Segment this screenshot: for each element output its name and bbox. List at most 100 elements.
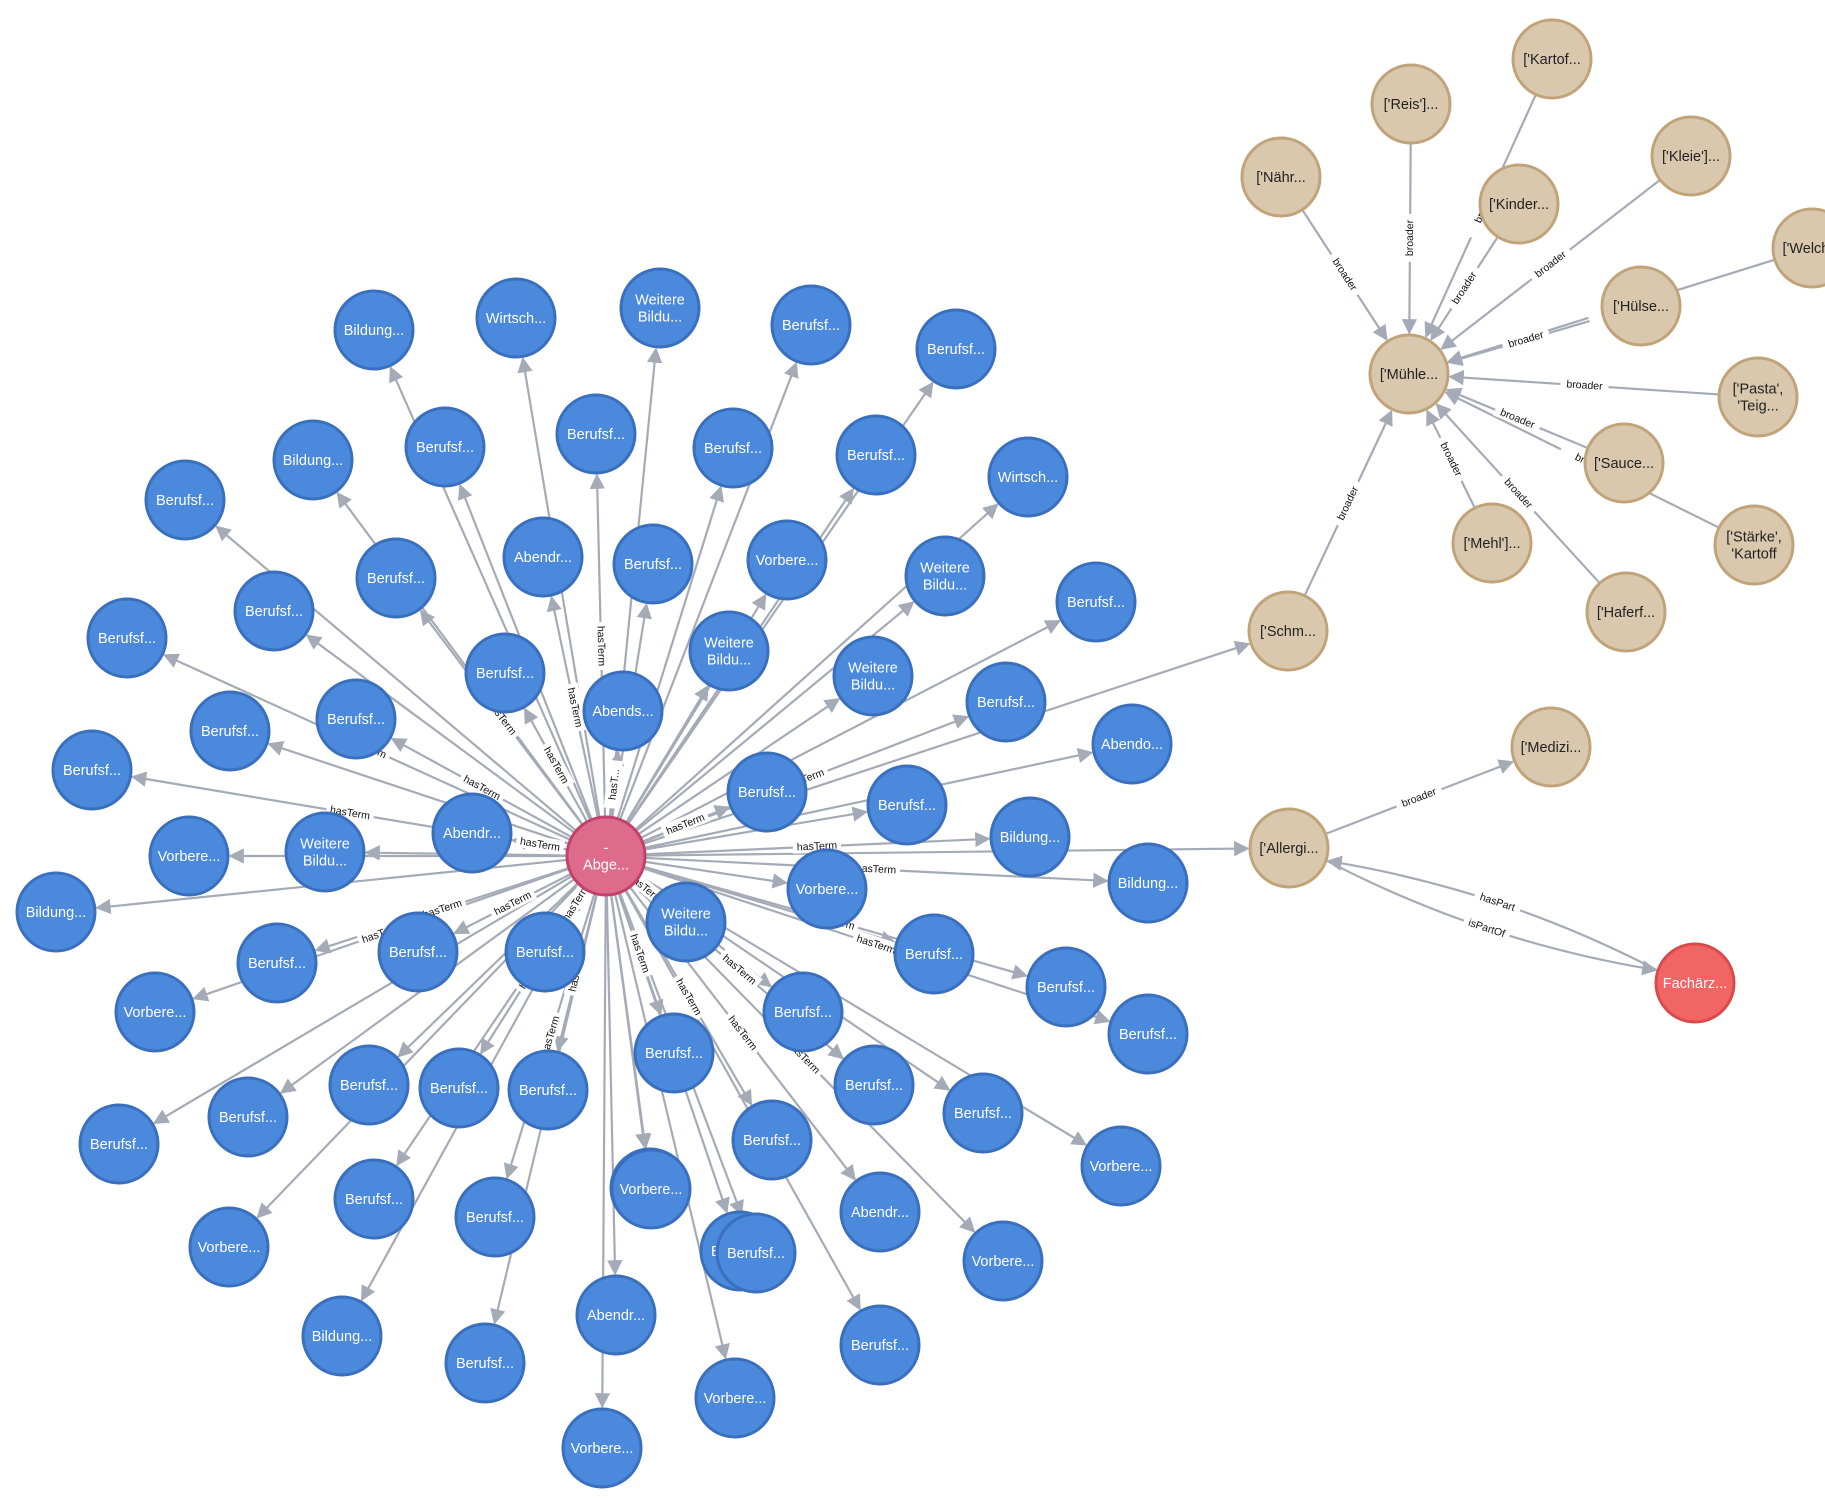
term-node[interactable]: Berufsf... <box>236 922 318 1004</box>
term-node[interactable]: WeitereBildu... <box>904 535 986 617</box>
concept-node[interactable]: ['Hülse... <box>1600 265 1682 347</box>
concept-node[interactable]: ['Mühle... <box>1368 333 1450 415</box>
concept-node[interactable]: ['Reis']... <box>1370 63 1452 145</box>
term-node[interactable]: Vorbere... <box>561 1407 643 1489</box>
term-node-circle[interactable] <box>839 1171 921 1253</box>
term-node-circle[interactable] <box>833 1044 915 1126</box>
term-node[interactable]: Vorbere... <box>1080 1125 1162 1207</box>
term-node[interactable]: Bildung... <box>301 1295 383 1377</box>
term-node-circle[interactable] <box>1107 993 1189 1075</box>
term-node-circle[interactable] <box>645 881 727 963</box>
term-node-circle[interactable] <box>114 971 196 1053</box>
term-node[interactable]: Berufsf... <box>315 678 397 760</box>
term-node-circle[interactable] <box>893 913 975 995</box>
term-node[interactable]: Bildung... <box>1107 842 1189 924</box>
term-node[interactable]: Vorbere... <box>694 1357 776 1439</box>
term-node-circle[interactable] <box>619 267 701 349</box>
term-node[interactable]: Berufsf... <box>1055 561 1137 643</box>
term-node[interactable]: Berufsf... <box>504 911 586 993</box>
term-node-circle[interactable] <box>726 751 808 833</box>
term-node[interactable]: Berufsf... <box>454 1176 536 1258</box>
term-node[interactable]: Abendr... <box>502 516 584 598</box>
concept-node[interactable]: ['Welch... <box>1771 207 1825 289</box>
term-node[interactable]: Berufsf... <box>328 1044 410 1126</box>
term-node-circle[interactable] <box>575 1274 657 1356</box>
term-node-circle[interactable] <box>904 535 986 617</box>
concept-node[interactable]: ['Mehl']... <box>1451 502 1533 584</box>
term-node-circle[interactable] <box>1025 946 1107 1028</box>
term-node[interactable]: Berufsf... <box>726 751 808 833</box>
term-node[interactable]: Berufsf... <box>78 1103 160 1185</box>
term-node-circle[interactable] <box>284 811 366 893</box>
document-node-circle[interactable] <box>1654 942 1736 1024</box>
term-node[interactable]: Berufsf... <box>418 1047 500 1129</box>
has-part-edge[interactable] <box>1326 855 1659 972</box>
term-node[interactable]: Berufsf... <box>612 523 694 605</box>
term-node-circle[interactable] <box>377 911 459 993</box>
term-node-circle[interactable] <box>610 1148 692 1230</box>
term-node[interactable]: Abendr... <box>839 1171 921 1253</box>
term-node[interactable]: Berufsf... <box>839 1304 921 1386</box>
term-node-circle[interactable] <box>989 796 1071 878</box>
concept-node[interactable]: ['Kartof... <box>1511 18 1593 100</box>
term-node[interactable]: WeitereBildu... <box>645 881 727 963</box>
term-node[interactable]: WeitereBildu... <box>688 610 770 692</box>
term-node-circle[interactable] <box>835 414 917 496</box>
term-node[interactable]: WeitereBildu... <box>832 635 914 717</box>
concept-node-circle[interactable] <box>1478 163 1560 245</box>
term-node-circle[interactable] <box>444 1322 526 1404</box>
term-node-circle[interactable] <box>965 661 1047 743</box>
term-node[interactable]: Berufsf... <box>333 1158 415 1240</box>
term-node-circle[interactable] <box>78 1103 160 1185</box>
concept-node-circle[interactable] <box>1451 502 1533 584</box>
concept-node[interactable]: ['Sauce... <box>1583 422 1665 504</box>
term-node[interactable]: Berufsf... <box>692 407 774 489</box>
term-node-circle[interactable] <box>770 284 852 366</box>
concept-node-circle[interactable] <box>1511 18 1593 100</box>
term-node[interactable]: Berufsf... <box>444 1322 526 1404</box>
has-term-edge[interactable] <box>305 634 576 834</box>
term-node-circle[interactable] <box>189 690 271 772</box>
term-node[interactable]: Berufsf... <box>555 393 637 475</box>
concept-node[interactable]: ['Kinder... <box>1478 163 1560 245</box>
term-node-circle[interactable] <box>1091 703 1173 785</box>
term-node[interactable]: Berufsf... <box>965 661 1047 743</box>
concept-node[interactable]: ['Medizi... <box>1510 706 1592 788</box>
term-node-circle[interactable] <box>333 289 415 371</box>
concept-node-circle[interactable] <box>1370 63 1452 145</box>
term-node[interactable]: Vorbere... <box>148 815 230 897</box>
term-node-circle[interactable] <box>475 277 557 359</box>
term-node[interactable]: Berufsf... <box>633 1012 715 1094</box>
term-node-circle[interactable] <box>987 436 1069 518</box>
term-node-circle[interactable] <box>694 1357 776 1439</box>
term-node-circle[interactable] <box>333 1158 415 1240</box>
is-part-of-edge[interactable] <box>1325 859 1658 976</box>
has-term-edge[interactable] <box>644 860 788 889</box>
term-node-circle[interactable] <box>692 407 774 489</box>
term-node-circle[interactable] <box>315 678 397 760</box>
term-node[interactable]: Berufsf... <box>144 459 226 541</box>
term-node[interactable]: Berufsf... <box>233 570 315 652</box>
has-term-edge[interactable] <box>616 485 725 820</box>
concept-node[interactable]: ['Haferf... <box>1585 571 1667 653</box>
term-node-circle[interactable] <box>762 971 844 1053</box>
term-node[interactable]: Vorbere... <box>786 848 868 930</box>
term-node[interactable]: Berufsf... <box>507 1049 589 1131</box>
term-node-circle[interactable] <box>233 570 315 652</box>
term-node-circle[interactable] <box>507 1049 589 1131</box>
term-node-circle[interactable] <box>612 523 694 605</box>
concept-node[interactable]: ['Stärke','Kartoff <box>1713 504 1795 586</box>
term-node-circle[interactable] <box>688 610 770 692</box>
has-term-edge[interactable] <box>625 684 709 824</box>
concept-node-circle[interactable] <box>1248 807 1330 889</box>
term-node-circle[interactable] <box>839 1304 921 1386</box>
term-node-circle[interactable] <box>301 1295 383 1377</box>
term-node-circle[interactable] <box>418 1047 500 1129</box>
concept-node-circle[interactable] <box>1585 571 1667 653</box>
term-node[interactable]: Bildung... <box>15 871 97 953</box>
term-node-circle[interactable] <box>633 1012 715 1094</box>
concept-node-circle[interactable] <box>1650 115 1732 197</box>
term-node-circle[interactable] <box>404 406 486 488</box>
term-node[interactable]: Berufsf... <box>835 414 917 496</box>
term-node-circle[interactable] <box>866 764 948 846</box>
